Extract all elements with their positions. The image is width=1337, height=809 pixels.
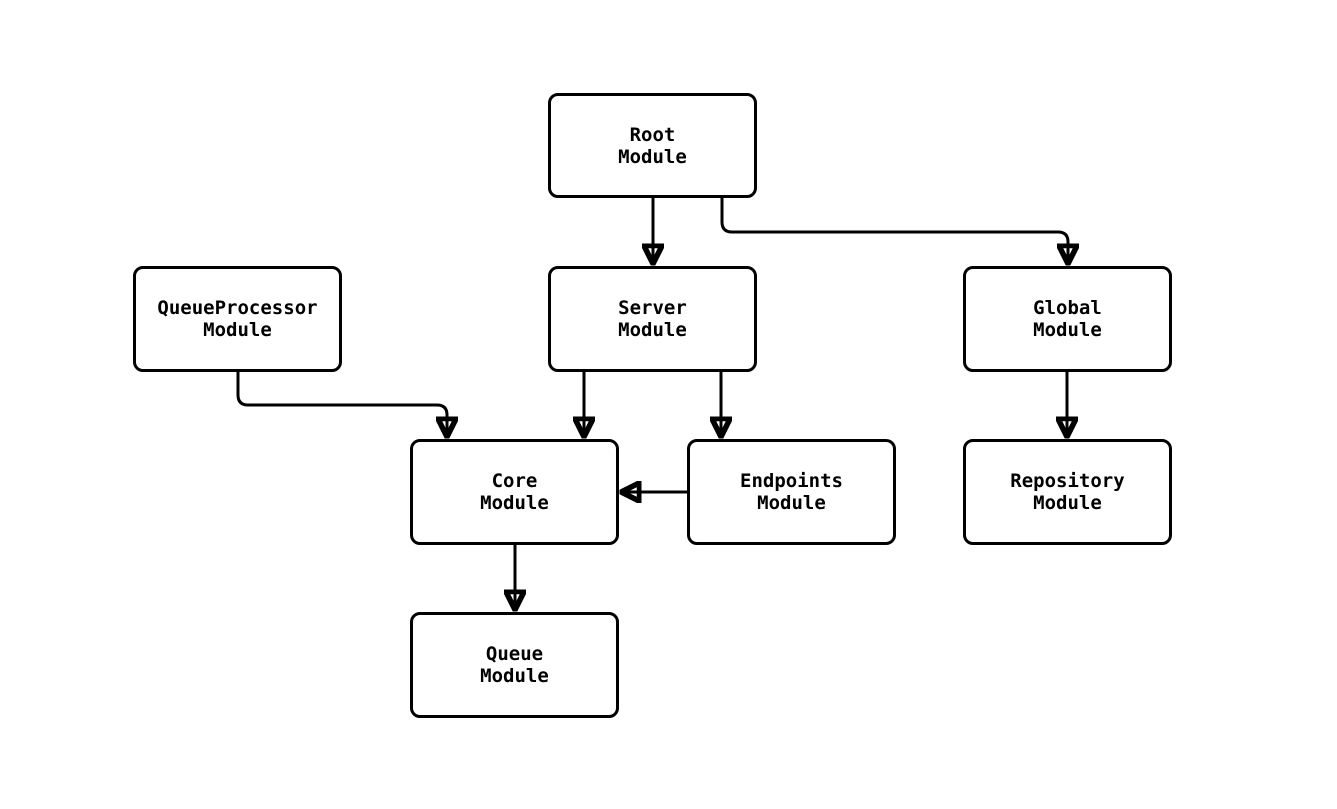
node-label-line1: Server	[618, 297, 687, 319]
node-label-line2: Module	[480, 665, 549, 687]
edge-queueprocessor-to-core	[236, 372, 447, 435]
node-label-line1: Root	[629, 123, 676, 146]
node-label-line2: Module	[203, 319, 272, 341]
node-label-line2: Module	[1033, 492, 1102, 514]
node-queueprocessor-module: QueueProcessor Module	[133, 266, 342, 372]
node-label-line2: Module	[480, 492, 549, 514]
node-label-line2: Module	[618, 145, 687, 168]
node-label-line2: Module	[618, 319, 687, 341]
node-root-module: Root Module	[548, 93, 757, 198]
node-label-line1: Repository	[1010, 470, 1125, 492]
node-endpoints-module: Endpoints Module	[687, 439, 896, 545]
node-global-module: Global Module	[963, 266, 1172, 372]
node-label-line2: Module	[1033, 319, 1102, 341]
node-label-line1: Global	[1033, 297, 1102, 319]
node-core-module: Core Module	[410, 439, 619, 545]
node-repository-module: Repository Module	[963, 439, 1172, 545]
node-server-module: Server Module	[548, 266, 757, 372]
edge-root-to-global	[720, 198, 1068, 262]
node-queue-module: Queue Module	[410, 612, 619, 718]
node-label-line1: Queue	[485, 643, 544, 665]
node-label-line2: Module	[757, 492, 826, 514]
node-label-line1: Endpoints	[740, 470, 843, 492]
node-label-line1: QueueProcessor	[157, 297, 318, 319]
node-label-line1: Core	[491, 470, 538, 492]
